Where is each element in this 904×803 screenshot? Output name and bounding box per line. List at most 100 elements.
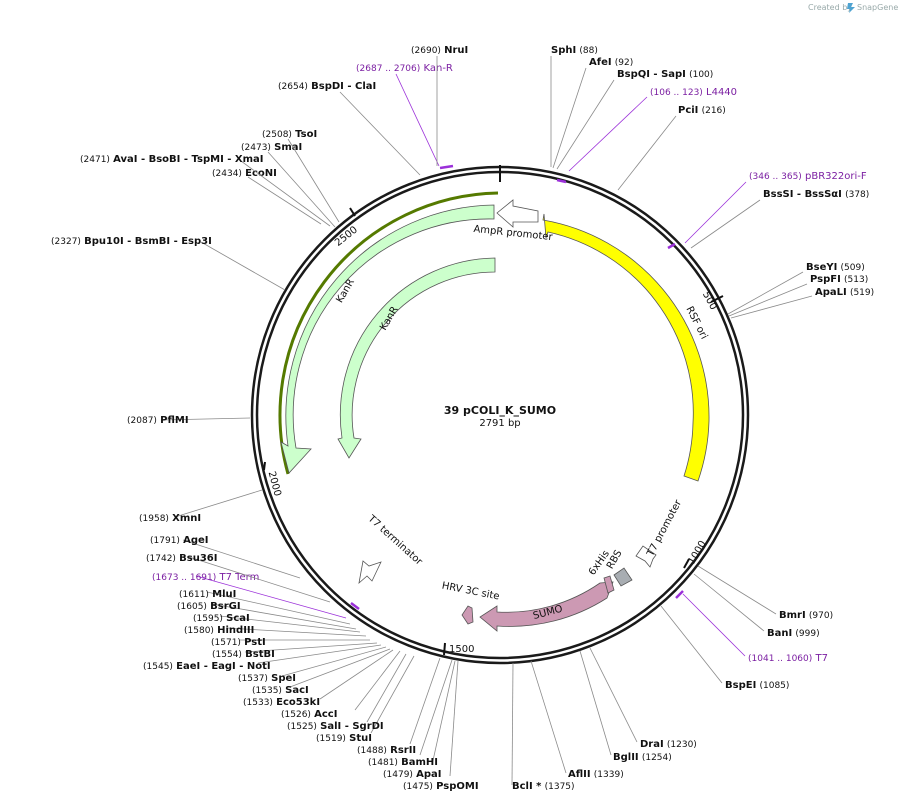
site-label: (1611) MluI xyxy=(179,589,236,600)
site-leader-line xyxy=(690,199,761,249)
site-position: (1085) xyxy=(759,681,789,691)
site-leader-line xyxy=(160,417,251,421)
site-leader-line xyxy=(449,660,459,777)
site-leader-line xyxy=(211,603,357,630)
site-leader-line xyxy=(182,539,301,579)
site-label: BanI (999) xyxy=(767,628,820,639)
site-name: SacI xyxy=(285,685,309,696)
site-label: (1554) BstBI xyxy=(212,649,275,660)
site-name: SmaI xyxy=(274,142,302,153)
feature-rsf-ori xyxy=(542,213,710,482)
site-label: (1545) EaeI - EagI - NotI xyxy=(143,661,271,672)
site-name: XmnI xyxy=(172,513,201,524)
site-name: ApaI xyxy=(416,769,441,780)
site-name: BspEI xyxy=(725,680,756,691)
site-leader-line xyxy=(195,575,347,619)
site-label: BclI * (1375) xyxy=(512,781,575,792)
site-leader-line xyxy=(728,283,808,317)
site-name: ScaI xyxy=(226,613,250,624)
site-leader-line xyxy=(552,67,587,169)
site-name: AccI xyxy=(314,709,337,720)
site-label: (1791) AgeI xyxy=(150,535,209,546)
site-position: (2508) xyxy=(262,130,292,140)
tick-label-1500: 1500 xyxy=(449,644,474,655)
site-name: SphI xyxy=(551,45,576,56)
site-label: SphI (88) xyxy=(551,45,598,56)
site-position: (1526) xyxy=(281,710,311,720)
site-position: (2471) xyxy=(80,155,110,165)
site-position: (1958) xyxy=(139,514,169,524)
site-name: RsrII xyxy=(390,745,416,756)
site-position: (2687 .. 2706) xyxy=(356,64,420,74)
site-name: DraI xyxy=(640,739,664,750)
site-name: PspFI xyxy=(810,274,841,285)
site-leader-line xyxy=(174,489,263,518)
site-name: BclI * xyxy=(512,781,542,792)
site-label: (1742) Bsu36I xyxy=(146,553,217,564)
site-position: (1571) xyxy=(211,638,241,648)
site-name: PstI xyxy=(244,637,266,648)
site-name: PciI xyxy=(678,105,698,116)
site-leader-line xyxy=(395,73,440,167)
credit-text: Created by xyxy=(808,3,852,12)
feature-label-ampr: AmpR promoter xyxy=(473,224,554,243)
primer-marks xyxy=(350,164,684,610)
site-name: AgeI xyxy=(183,535,208,546)
plasmid-length: 2791 bp xyxy=(479,418,520,429)
site-leader-line xyxy=(660,605,723,684)
site-label: (2327) Bpu10I - BsmBI - Esp3I xyxy=(51,236,212,247)
site-name: T7 xyxy=(814,653,827,664)
site-leader-line xyxy=(419,659,453,756)
site-position: (2690) xyxy=(411,46,441,56)
site-leader-line xyxy=(206,591,351,625)
site-label: (1519) StuI xyxy=(316,733,372,744)
site-label: (2508) TsoI xyxy=(262,129,317,140)
site-label: (1535) SacI xyxy=(252,685,309,696)
feature-hrv3c xyxy=(461,605,474,625)
site-name: PspOMI xyxy=(436,781,478,792)
site-position: (1595) xyxy=(193,614,223,624)
site-label: (1526) AccI xyxy=(281,709,337,720)
site-name: SpeI xyxy=(271,673,296,684)
site-leader-line xyxy=(530,660,567,774)
site-position: (1339) xyxy=(594,770,624,780)
site-name: NruI xyxy=(444,45,468,56)
site-leader-line xyxy=(188,556,331,603)
site-name: HindIII xyxy=(217,625,254,636)
site-label: AflII (1339) xyxy=(568,769,624,780)
site-leader-line xyxy=(287,138,340,223)
site-name: ApaLI xyxy=(815,287,847,298)
site-leader-line xyxy=(319,649,394,700)
site-leader-line xyxy=(579,650,612,756)
site-name: TsoI xyxy=(295,129,317,140)
site-position: (999) xyxy=(795,629,819,639)
site-leader-line xyxy=(247,176,322,225)
brand-text: SnapGene xyxy=(857,3,898,12)
site-name: Kan-R xyxy=(423,63,452,74)
site-name: BanI xyxy=(767,628,792,639)
site-name: SalI - SgrDI xyxy=(320,721,384,732)
site-label: AfeI (92) xyxy=(589,57,633,68)
site-label: (1605) BsrGI xyxy=(177,601,241,612)
feature-sumo xyxy=(479,581,614,632)
site-position: (2434) xyxy=(212,169,242,179)
site-position: (1545) xyxy=(143,662,173,672)
site-label: (1580) HindIII xyxy=(184,625,254,636)
feature-6xhis xyxy=(603,575,615,594)
site-position: (1611) xyxy=(179,590,209,600)
site-label: (2690) NruI xyxy=(411,45,468,56)
site-leader-line xyxy=(682,593,746,657)
site-position: (1254) xyxy=(642,753,672,763)
site-position: (1519) xyxy=(316,734,346,744)
site-leader-line xyxy=(511,662,514,786)
site-leader-line xyxy=(354,650,401,711)
site-leader-line xyxy=(684,181,747,244)
site-name: AfeI xyxy=(589,57,612,68)
site-position: (1230) xyxy=(667,740,697,750)
kanr-highlight xyxy=(278,191,499,475)
site-leader-line xyxy=(697,565,777,615)
snapgene-logo-icon xyxy=(847,3,855,13)
site-label: (1525) SalI - SgrDI xyxy=(287,721,384,732)
site-name: EaeI - EagI - NotI xyxy=(176,661,271,672)
